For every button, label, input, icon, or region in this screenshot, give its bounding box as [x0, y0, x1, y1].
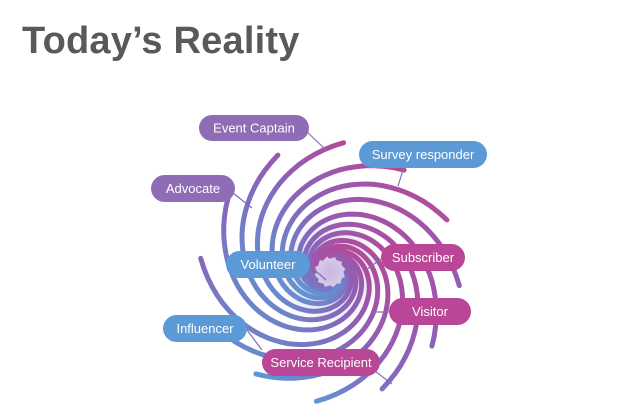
- spiral-arm: [254, 140, 354, 314]
- label-event-captain-text: Event Captain: [213, 121, 295, 136]
- label-advocate[interactable]: Advocate: [151, 175, 235, 202]
- label-influencer[interactable]: Influencer: [163, 315, 247, 342]
- label-event-captain[interactable]: Event Captain: [199, 115, 309, 141]
- spiral-arm: [269, 163, 407, 307]
- label-influencer-text: Influencer: [176, 321, 234, 336]
- connector-line: [365, 258, 382, 271]
- spiral-arm: [221, 195, 365, 333]
- label-visitor[interactable]: Visitor: [389, 298, 471, 325]
- label-survey-responder[interactable]: Survey responder: [359, 141, 487, 168]
- connector-line: [397, 166, 405, 187]
- connector-line: [232, 192, 253, 209]
- label-subscriber-text: Subscriber: [392, 250, 455, 265]
- connector-line: [374, 370, 393, 385]
- label-subscriber[interactable]: Subscriber: [381, 244, 465, 271]
- connector-line: [246, 329, 263, 351]
- spiral-arm: [301, 221, 421, 392]
- connector-line: [309, 265, 327, 281]
- label-advocate-text: Advocate: [166, 181, 220, 196]
- spiral-arm: [288, 196, 462, 296]
- spiral-arm: [239, 152, 359, 323]
- label-service-recipient[interactable]: Service Recipient: [262, 349, 380, 376]
- label-survey-responder-text: Survey responder: [372, 147, 475, 162]
- label-volunteer[interactable]: Volunteer: [226, 251, 310, 278]
- slide-title: Today’s Reality: [22, 20, 300, 62]
- connector-line: [304, 129, 327, 151]
- label-visitor-text: Visitor: [412, 304, 449, 319]
- label-volunteer-text: Volunteer: [241, 257, 297, 272]
- label-connectors: [232, 129, 405, 385]
- spiral-arm: [198, 248, 372, 348]
- label-service-recipient-text: Service Recipient: [270, 355, 372, 370]
